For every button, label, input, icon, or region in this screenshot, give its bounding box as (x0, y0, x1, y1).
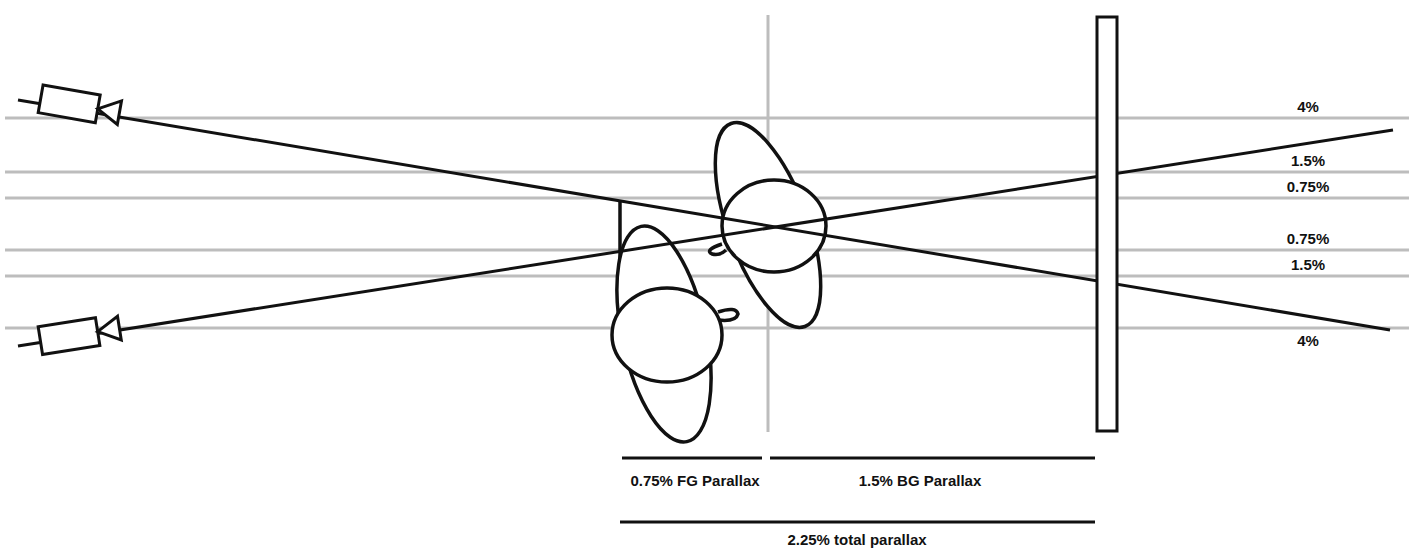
sight-lines (18, 100, 1393, 346)
percent-label: 0.75% (1285, 231, 1332, 247)
parallax-guides (5, 15, 1409, 432)
parallax-label: 0.75% FG Parallax (628, 473, 761, 489)
cameras (38, 85, 122, 355)
subjects (600, 110, 842, 450)
percent-label: 0.75% (1285, 179, 1332, 195)
screen-plane (1097, 17, 1117, 431)
parallax-label: 2.25% total parallax (785, 532, 928, 548)
parallax-label: 1.5% BG Parallax (857, 473, 984, 489)
percent-label: 1.5% (1289, 153, 1327, 169)
measure-bars (620, 458, 1095, 522)
percent-label: 4% (1295, 333, 1321, 349)
percent-label: 1.5% (1289, 257, 1327, 273)
percent-label: 4% (1295, 99, 1321, 115)
